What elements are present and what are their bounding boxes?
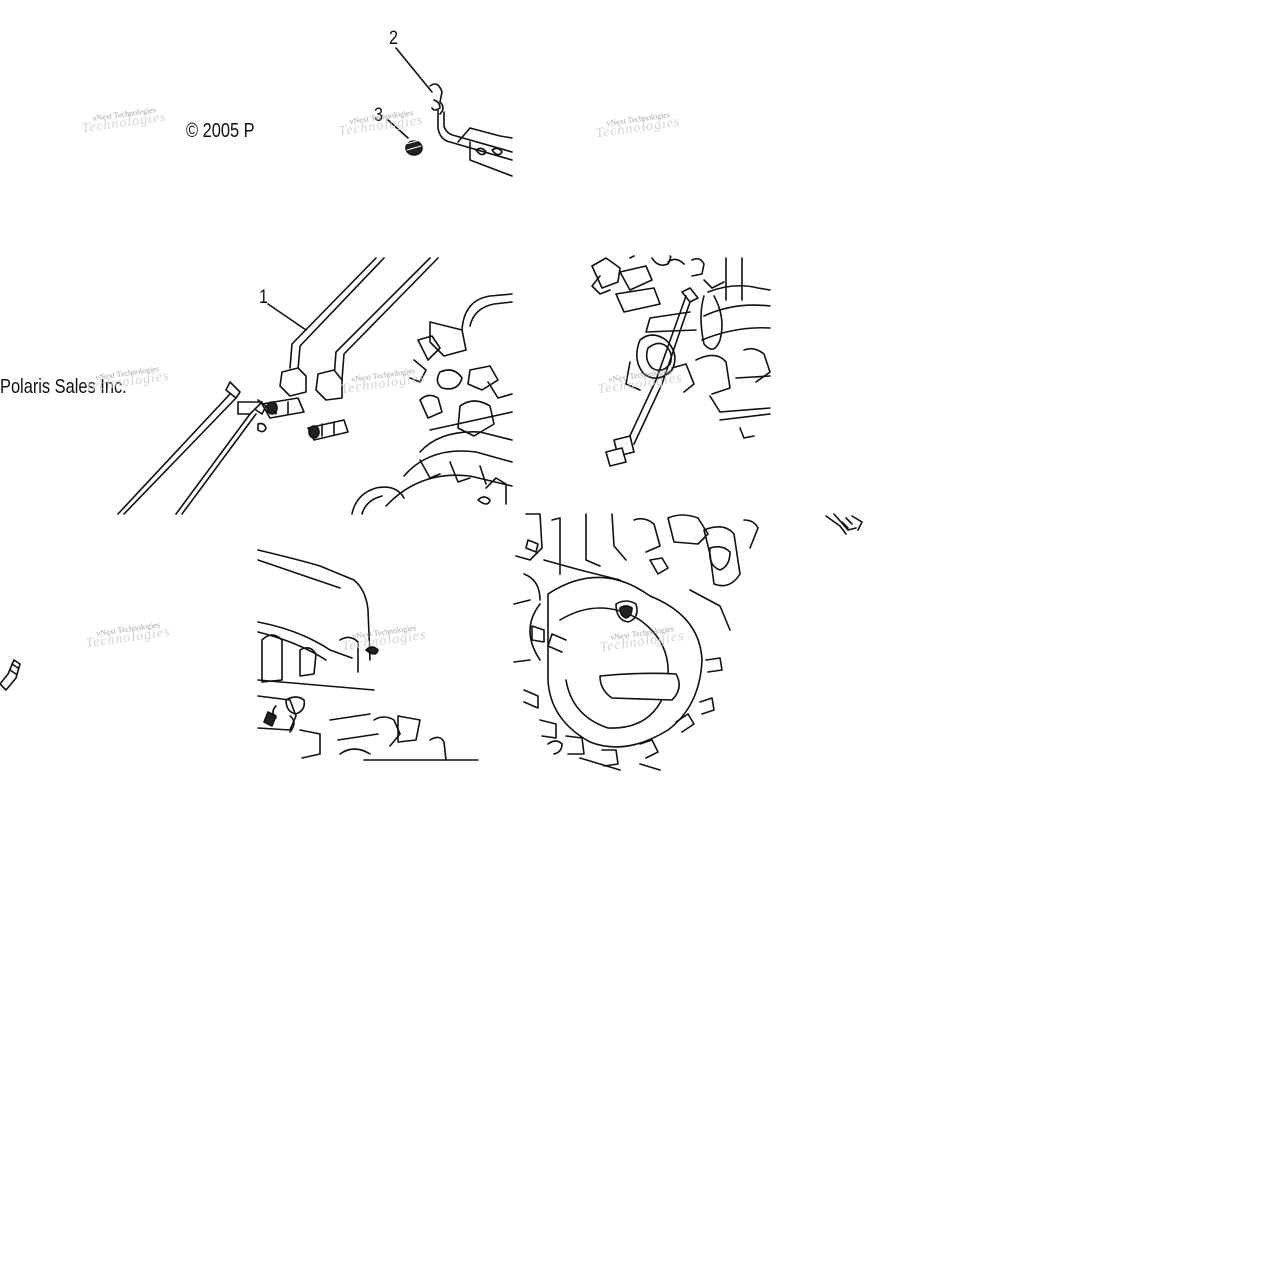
copyright-fragment-a: © 2005 P <box>186 120 255 142</box>
starter-and-harness <box>591 255 771 467</box>
loose-tube-upper <box>117 381 267 515</box>
plug-part-3 <box>387 119 423 156</box>
callout-number-3: 3 <box>374 105 383 126</box>
loose-tube-lower <box>0 659 21 691</box>
copyright-fragment-b: Polaris Sales Inc. <box>0 376 127 398</box>
vent-lines-part-1 <box>255 257 439 441</box>
callout-number-2: 2 <box>389 28 398 49</box>
crankcase-cover <box>513 513 759 771</box>
connector-fragment <box>825 513 863 535</box>
throttle-body-assembly <box>351 293 513 515</box>
callout-number-1: 1 <box>259 287 268 308</box>
tube-part-2 <box>395 47 513 177</box>
valve-cover <box>257 549 479 761</box>
